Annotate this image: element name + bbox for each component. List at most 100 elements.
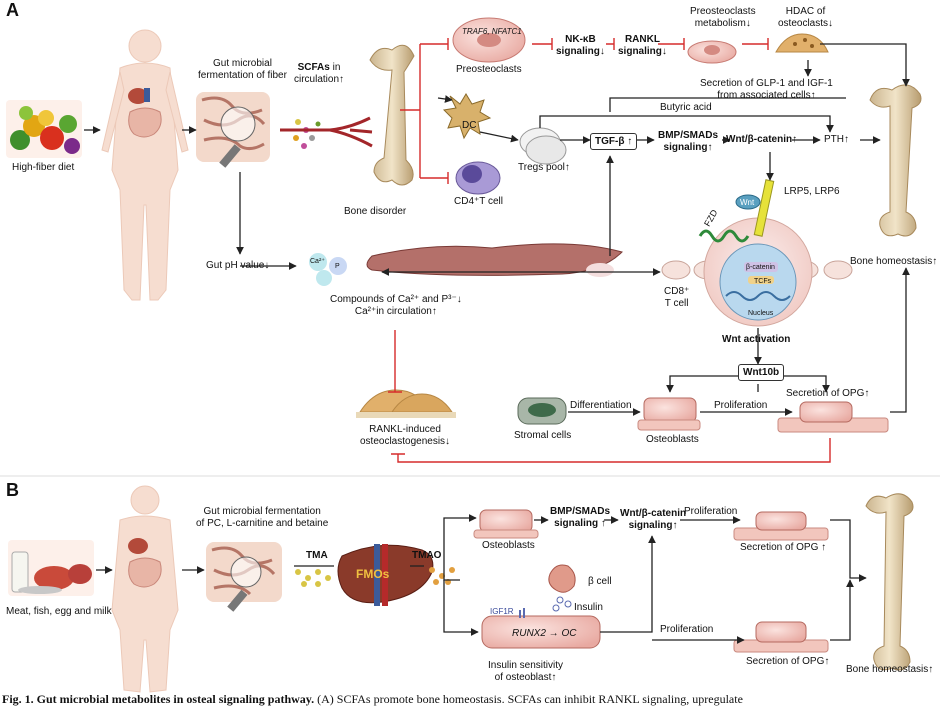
opg-b1-label: Secretion of OPG ↑ (740, 542, 827, 553)
connector-arrows (84, 43, 910, 416)
igf1r-label: IGF1R (490, 607, 514, 616)
ph-label: Gut pH value↓ (206, 260, 270, 271)
wnt10b-box: Wnt10b (738, 364, 785, 381)
insulin-molecules (552, 596, 572, 612)
tcfs-label: TCFs (754, 278, 772, 285)
food-label: Meat, fish, egg and milk (6, 606, 112, 617)
right-bone-b (865, 493, 914, 671)
wnt-activation-label: Wnt activation (722, 334, 791, 345)
stromal-label: Stromal cells (514, 430, 572, 441)
rankl-osteoclasts (356, 389, 456, 418)
beta-cell-label: β cell (588, 576, 612, 587)
osteoblast-cell (637, 397, 701, 431)
connector-arrows-b (96, 514, 867, 644)
stromal-cell (517, 397, 567, 425)
bone-homeostasis-b-label: Bone homeostasis↑ (846, 664, 934, 675)
preosteoclast-metabolism-cell (687, 40, 737, 64)
proliferation-label: Proliferation (714, 400, 768, 411)
beta-catenin-label: β-catenin (746, 264, 775, 271)
cd8-label: CD8⁺T cell (664, 286, 690, 309)
organs-icon-b (128, 538, 162, 588)
figure-caption: Fig. 1. Gut microbial metabolites in ost… (2, 692, 743, 706)
insulin-label: Insulin (574, 602, 603, 613)
opg-secreting-cells (777, 401, 889, 433)
gut-closeup (196, 92, 270, 168)
tmao-molecules (429, 567, 455, 585)
diet-label: High-fiber diet (12, 162, 75, 173)
liver-image (337, 544, 434, 606)
opg-cells-b1 (733, 511, 829, 541)
proliferation-b1-label: Proliferation (684, 506, 738, 517)
right-bone-image (869, 84, 922, 237)
tma-label: TMA (306, 550, 328, 561)
nucleus-label: Nucleus (748, 310, 774, 317)
differentiation-label: Differentiation (570, 400, 632, 411)
cd4-label: CD4⁺T cell (454, 196, 503, 207)
preosteoclast-cell (452, 17, 526, 63)
runx2-label: RUNX2 → OC (512, 628, 577, 639)
inhibition-lines (388, 38, 831, 463)
wnt-ligand (735, 194, 761, 210)
p-ion-label: P (335, 263, 340, 270)
butyric-label: Butyric acid (660, 102, 712, 113)
bone-disorder-image (369, 44, 415, 186)
traf-label: TRAF6, NFATC1 (462, 27, 522, 36)
fzd-receptor (698, 229, 750, 243)
panel-label-a: A (6, 0, 19, 20)
proliferation-b2-label: Proliferation (660, 624, 714, 635)
opg-cells-b2 (733, 621, 829, 653)
wnt-label: Wnt (740, 198, 755, 207)
wnt-cell (703, 217, 813, 327)
human-body-figure-b (111, 485, 179, 693)
wnt-beta-label: Wnt/β-catenin↑ (726, 134, 798, 145)
osteoclast-cell (775, 33, 829, 53)
ca-ion-label: Ca²⁺ (310, 258, 325, 265)
opg-b2-label: Secretion of OPG↑ (746, 656, 830, 667)
tgf-box: TGF-β ↑ (590, 133, 638, 150)
food-image (8, 540, 94, 596)
tregs-cell (519, 127, 567, 165)
osteoblasts-b-label: Osteoblasts (482, 540, 535, 551)
cd4-t-cell (455, 161, 501, 195)
ca-p-compound (309, 253, 347, 286)
panel-label-b: B (6, 480, 19, 500)
tma-molecules (295, 569, 331, 587)
blood-vessel-ca (366, 243, 623, 276)
tregs-label: Tregs pool↑ (518, 162, 570, 173)
tmao-label: TMAO (412, 550, 442, 561)
pth-label: PTH↑ (824, 134, 849, 145)
lrp-label: LRP5, LRP6 (784, 186, 840, 197)
vegetables-image (6, 100, 82, 158)
ca-particle (586, 263, 614, 277)
bone-disorder-label: Bone disorder (344, 206, 407, 217)
preosteoclasts-label: Preosteoclasts (456, 64, 522, 75)
blood-vessel (280, 116, 373, 148)
fmos-label: FMOs (356, 567, 390, 581)
dc-label: DC (462, 120, 477, 131)
osteoblast-cell-b1 (473, 509, 539, 539)
dendritic-cell (442, 93, 492, 140)
organs-icon (128, 88, 162, 138)
beta-cell (548, 564, 576, 593)
scfa-molecules (293, 119, 321, 149)
human-body-figure (101, 29, 189, 301)
compounds-label: Compounds of Ca²⁺ and P³⁻↓Ca²⁺in circula… (330, 294, 462, 317)
gut-closeup-b (206, 542, 282, 612)
osteoblasts-label: Osteoblasts (646, 434, 699, 445)
bone-homeostasis-label: Bone homeostasis↑ (850, 256, 938, 267)
opg-label: Secretion of OPG↑ (786, 388, 870, 399)
